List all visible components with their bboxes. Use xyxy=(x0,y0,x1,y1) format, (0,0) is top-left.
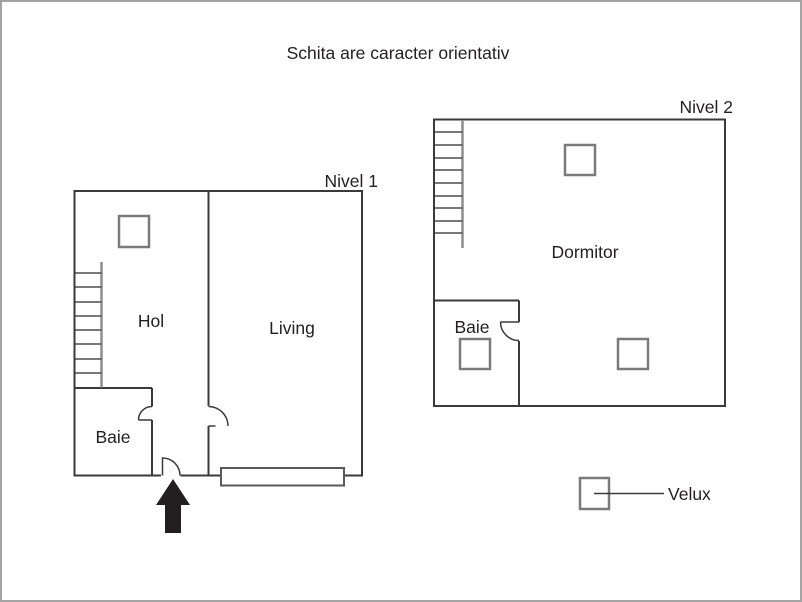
nivel1-label: Nivel 1 xyxy=(325,171,379,191)
nivel1-stairs xyxy=(75,262,103,388)
baie1-label: Baie xyxy=(95,427,130,447)
baie2-door-arc xyxy=(499,321,520,342)
nivel2-stairs xyxy=(435,120,464,248)
sheet-title: Schita are caracter orientativ xyxy=(287,43,510,63)
baie2-label: Baie xyxy=(454,317,489,337)
living-window xyxy=(220,467,345,487)
baie1-door-arc xyxy=(137,405,153,421)
nivel2-baie-wall xyxy=(434,299,520,406)
entrance-door-arc xyxy=(161,457,181,476)
hol-label: Hol xyxy=(138,311,164,331)
living-label: Living xyxy=(269,318,315,338)
nivel2-plan: Nivel 2 Dormitor Baie xyxy=(433,97,734,407)
entrance-arrow-icon xyxy=(156,479,190,533)
velux-legend: Velux xyxy=(578,476,711,511)
hol-living-door-arc xyxy=(208,405,229,427)
velux-square xyxy=(117,214,151,249)
velux-label: Velux xyxy=(668,484,711,504)
velux-square xyxy=(563,143,597,177)
nivel2-outer-wall xyxy=(433,118,726,407)
dormitor-label: Dormitor xyxy=(551,242,618,262)
velux-square xyxy=(616,337,650,371)
nivel2-label: Nivel 2 xyxy=(680,97,734,117)
nivel1-plan: Nivel 1 Hol Living xyxy=(73,171,379,533)
nivel1-baie-wall xyxy=(74,387,153,476)
velux-square xyxy=(458,337,492,371)
